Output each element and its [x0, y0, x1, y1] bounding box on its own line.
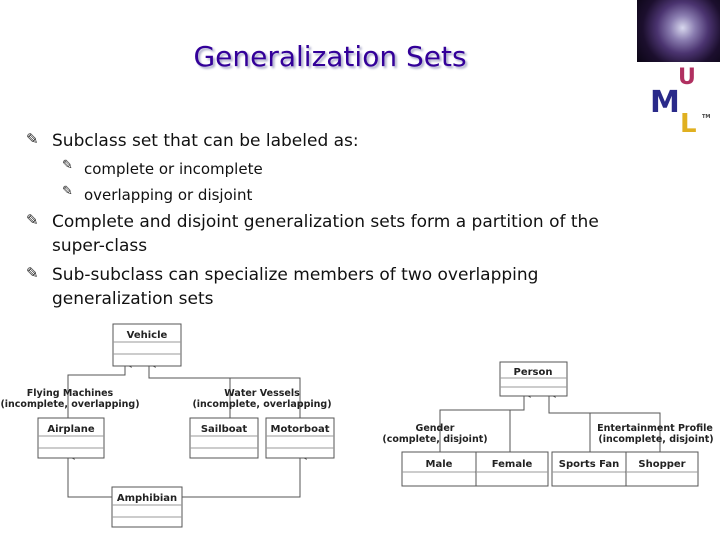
- flying-machines-props: (incomplete, overlapping): [0, 399, 139, 410]
- female-label: Female: [492, 459, 533, 470]
- water-vessels-label: Water Vessels: [224, 388, 300, 399]
- class-diagram: Vehicle Flying Machines (incomplete, ove…: [0, 320, 720, 540]
- class-motorboat: Motorboat: [266, 418, 334, 458]
- gender-props: (complete, disjoint): [382, 434, 487, 445]
- entertainment-profile-props: (incomplete, disjoint): [598, 434, 713, 445]
- class-airplane: Airplane: [38, 418, 104, 458]
- class-person: Person: [500, 362, 567, 396]
- flying-machines-label: Flying Machines: [27, 388, 114, 399]
- bullet-text-continuation: generalization sets: [52, 289, 213, 309]
- sports-fan-label: Sports Fan: [559, 459, 620, 470]
- class-vehicle: Vehicle: [113, 324, 181, 366]
- class-male: Male: [402, 452, 476, 486]
- entertainment-profile-label: Entertainment Profile: [597, 423, 713, 434]
- airplane-label: Airplane: [47, 424, 95, 435]
- bullet-text: complete or incomplete: [84, 160, 263, 178]
- class-sports-fan: Sports Fan: [552, 452, 626, 486]
- bullet-text: Sub-subclass can specialize members of t…: [52, 265, 538, 285]
- pen-icon: ✎: [26, 264, 39, 282]
- pen-icon: ✎: [62, 158, 73, 173]
- class-sailboat: Sailboat: [190, 418, 258, 458]
- male-label: Male: [426, 459, 453, 470]
- sailboat-label: Sailboat: [201, 424, 248, 435]
- bullet-text: overlapping or disjoint: [84, 186, 252, 204]
- pen-icon: ✎: [26, 211, 39, 229]
- shopper-label: Shopper: [638, 459, 685, 470]
- bullet-text: Subclass set that can be labeled as:: [52, 131, 359, 151]
- water-vessels-props: (incomplete, overlapping): [192, 399, 331, 410]
- bullet-list: ✎ Subclass set that can be labeled as: ✎…: [0, 0, 720, 320]
- amphibian-label: Amphibian: [117, 493, 177, 504]
- bullet-text: Complete and disjoint generalization set…: [52, 212, 599, 232]
- person-label: Person: [514, 367, 553, 378]
- class-shopper: Shopper: [626, 452, 698, 486]
- pen-icon: ✎: [26, 130, 39, 148]
- motorboat-label: Motorboat: [271, 424, 330, 435]
- class-amphibian: Amphibian: [112, 487, 182, 527]
- class-female: Female: [476, 452, 548, 486]
- vehicle-label: Vehicle: [127, 330, 168, 341]
- pen-icon: ✎: [62, 184, 73, 199]
- gender-label: Gender: [416, 423, 455, 434]
- bullet-text-continuation: super-class: [52, 236, 147, 256]
